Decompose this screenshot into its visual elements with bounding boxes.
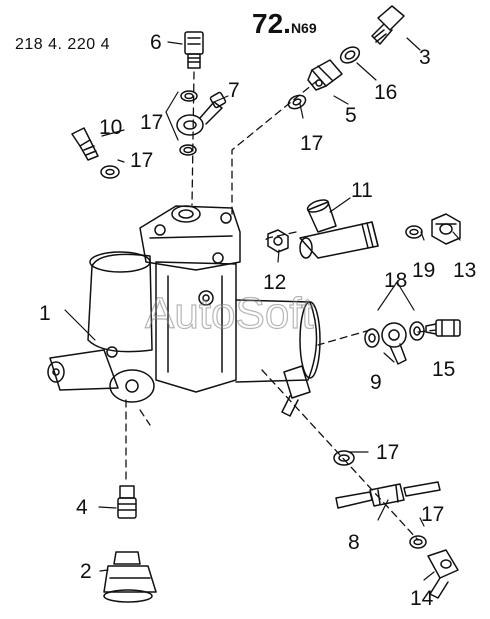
part-17-washer-5 — [287, 94, 307, 110]
part-1-main-housing — [47, 205, 321, 417]
part-17-washer-8 — [333, 450, 355, 466]
callout-17: 17 — [140, 111, 164, 134]
callout-10: 10 — [99, 116, 123, 139]
assembly-lines — [125, 71, 437, 541]
callout-17: 17 — [376, 441, 400, 464]
part-17-washer-14 — [409, 535, 427, 549]
sheet-number-suffix: N69 — [290, 20, 317, 36]
callout-4: 4 — [76, 496, 88, 519]
callout-17: 17 — [130, 149, 154, 172]
part-7-banjo — [176, 91, 227, 136]
part-2-cap — [103, 551, 157, 603]
part-12-nut — [267, 229, 289, 253]
part-9-banjo — [381, 322, 407, 365]
callout-12: 12 — [263, 271, 287, 294]
callout-2: 2 — [80, 560, 92, 583]
callout-17: 17 — [300, 132, 324, 155]
callout-1: 1 — [39, 302, 51, 325]
callout-13: 13 — [453, 259, 477, 282]
callout-5: 5 — [345, 104, 357, 127]
callout-16: 16 — [374, 81, 398, 104]
part-codes: 218 4. 220 4 — [15, 36, 110, 53]
part-14-banjo-bolt — [427, 549, 459, 599]
sheet-number: 72.N69 — [252, 10, 317, 38]
part-16-ring — [339, 46, 361, 64]
part-13-union — [431, 213, 461, 245]
callout-17: 17 — [421, 503, 445, 526]
leader-lines — [64, 37, 461, 581]
part-8-connector — [335, 481, 441, 509]
callout-11: 11 — [351, 179, 373, 202]
part-17-washers-top — [179, 90, 198, 156]
part-3-elbow — [371, 5, 405, 45]
part-10-bolt — [71, 127, 99, 161]
callout-3: 3 — [419, 46, 431, 69]
part-18-washers — [364, 321, 425, 348]
callout-9: 9 — [370, 371, 382, 394]
callout-7: 7 — [228, 79, 240, 102]
callout-6: 6 — [150, 31, 162, 54]
callout-18: 18 — [384, 269, 408, 292]
callout-19: 19 — [412, 259, 436, 282]
callout-8: 8 — [348, 531, 360, 554]
part-5-adapter — [307, 59, 343, 91]
part-6-nipple — [184, 31, 204, 69]
part-4-nipple — [117, 485, 137, 519]
sheet-number-main: 72. — [252, 8, 291, 39]
part-19-washer — [405, 225, 423, 239]
part-15-bolt — [425, 319, 461, 337]
part-17-washer-10 — [100, 165, 120, 179]
watermark: AutoSoft — [144, 289, 314, 338]
callout-14: 14 — [410, 587, 434, 610]
part-11-tee — [299, 199, 379, 259]
callout-15: 15 — [432, 358, 456, 381]
